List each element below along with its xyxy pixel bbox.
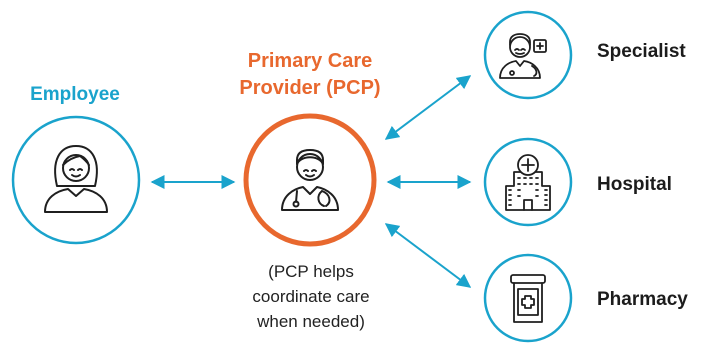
employee-label: Employee	[30, 84, 120, 105]
pcp-note-line1: (PCP helps	[268, 262, 354, 281]
woman-person-icon	[44, 145, 108, 213]
pcp-label: Primary Care Provider (PCP)	[205, 48, 415, 102]
pcp-pharmacy-arrow	[384, 223, 472, 288]
pharmacy-node	[483, 253, 573, 343]
medicine-jar-icon	[510, 274, 546, 323]
doctor-stethoscope-icon	[281, 149, 339, 211]
hospital-building-icon	[505, 154, 551, 211]
pcp-note-line3: when needed)	[257, 312, 365, 331]
pcp-specialist-arrow	[384, 75, 472, 140]
pcp-node	[243, 113, 377, 247]
doctor-medical-cross-icon	[499, 33, 547, 79]
employee-node	[11, 115, 141, 245]
pcp-label-line1: Primary Care	[247, 50, 373, 72]
specialist-label: Specialist	[597, 41, 686, 62]
specialist-node	[483, 10, 573, 100]
pharmacy-label: Pharmacy	[597, 289, 688, 310]
pcp-label-line2: Provider (PCP)	[239, 77, 381, 99]
hospital-label: Hospital	[597, 174, 672, 195]
hospital-node	[483, 137, 573, 227]
pcp-note-line2: coordinate care	[252, 287, 370, 306]
pcp-note: (PCP helps coordinate care when needed)	[215, 259, 407, 334]
